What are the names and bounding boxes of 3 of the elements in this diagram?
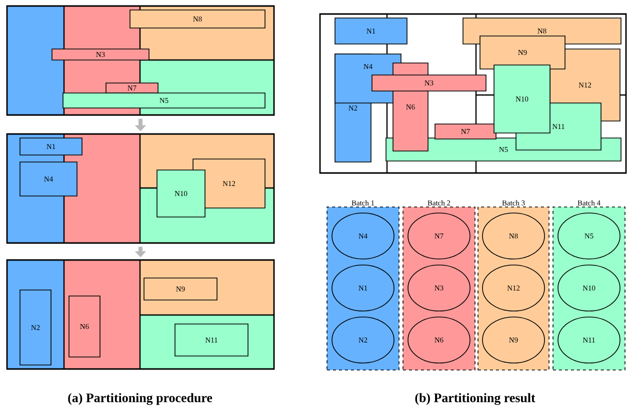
panel-frame (319, 13, 627, 174)
caption: (b) Partitioning result (415, 393, 536, 405)
caption: (a) Partitioning procedure (68, 393, 212, 405)
